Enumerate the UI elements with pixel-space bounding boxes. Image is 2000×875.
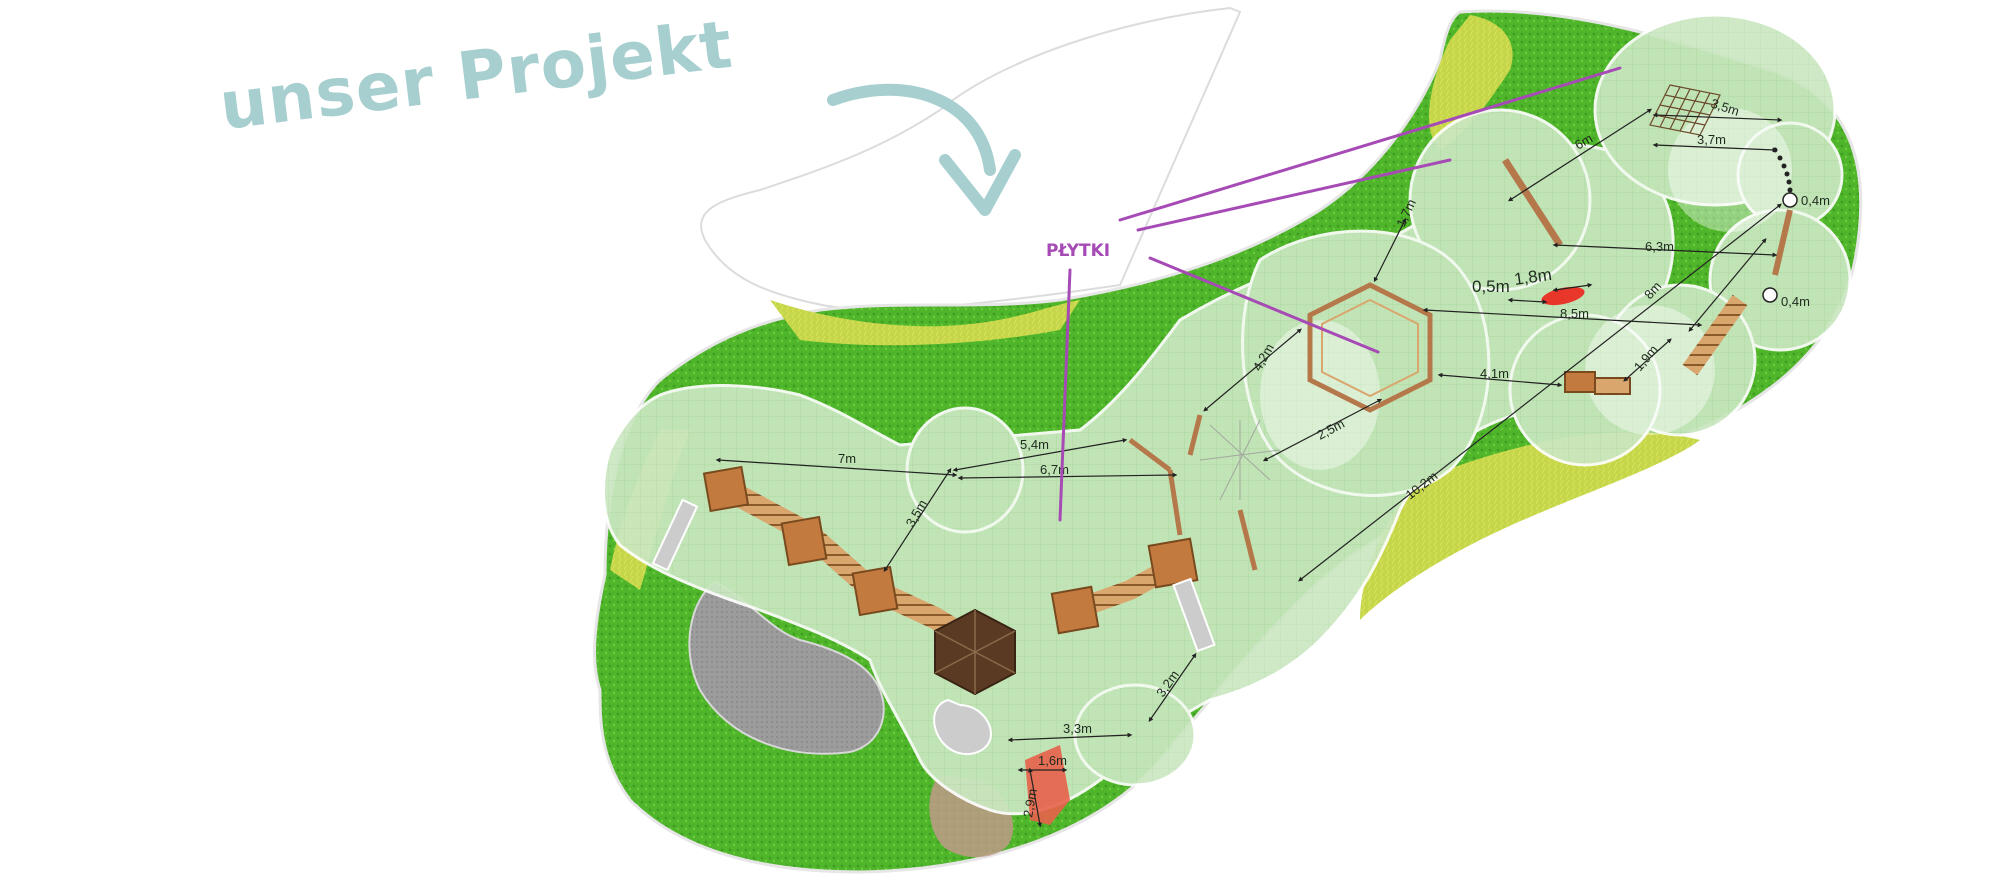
dim-label: 6,7m xyxy=(1040,462,1069,477)
balance-beams xyxy=(1128,414,1258,571)
gravel-area xyxy=(688,580,885,755)
annotation-lines xyxy=(1058,66,1622,522)
dimension-lines xyxy=(715,108,1783,828)
dim-label: 1,6m xyxy=(1038,753,1067,768)
dim-label: 0,4m xyxy=(1781,294,1810,309)
post-ring-a xyxy=(1782,192,1798,208)
dim-label: 0,5m xyxy=(1472,277,1510,296)
dim-label: 0,4m xyxy=(1801,193,1830,208)
spider-web xyxy=(1199,419,1281,501)
dim-label: 3,7m xyxy=(1697,132,1726,147)
post-ring-b xyxy=(1762,287,1778,303)
dim-label: 4,1m xyxy=(1480,366,1509,381)
dim-label: 3,3m xyxy=(1063,721,1092,736)
tower-platforms xyxy=(702,371,1631,635)
meadow-left xyxy=(770,300,1080,346)
annotation-label: PŁYTKI xyxy=(1046,241,1110,261)
dim-label: 8,5m xyxy=(1560,306,1589,321)
path-outline xyxy=(700,6,1242,311)
dim-label: 5,4m xyxy=(1020,437,1049,452)
roof-icon xyxy=(934,608,1016,696)
meadow-top xyxy=(1429,15,1513,150)
curved-arrow-icon xyxy=(827,83,1021,216)
dim-label: 7m xyxy=(838,451,856,466)
dim-label: 6,3m xyxy=(1645,239,1674,254)
slides xyxy=(651,498,1216,755)
dim-label: 2,9m xyxy=(1020,787,1040,818)
